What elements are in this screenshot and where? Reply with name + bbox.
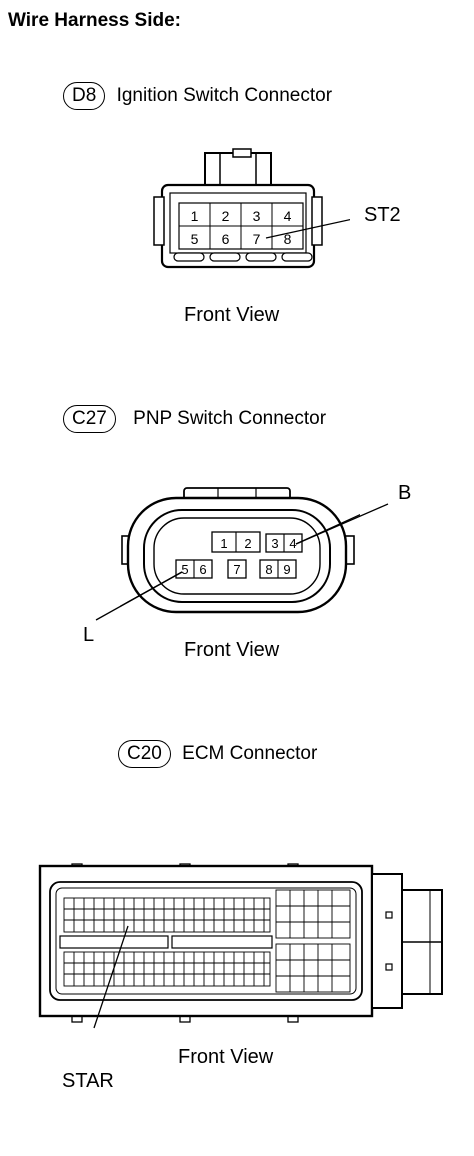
d8-pin-1: 1 [191, 208, 199, 224]
d8-pin-2: 2 [222, 208, 230, 224]
c27-callout-l: L [83, 624, 95, 646]
d8-pin-8: 8 [284, 231, 292, 247]
c27-leader-lines [95, 503, 389, 621]
d8-callout-st2: ST2 [364, 204, 401, 226]
c27-connector-diagram: 1 2 3 4 5 6 7 8 9 [120, 487, 360, 614]
c27-code-badge: C27 [63, 405, 116, 433]
c27-pin-2: 2 [244, 536, 251, 551]
d8-pin-3: 3 [253, 208, 261, 224]
c20-front-view-label: Front View [178, 1046, 274, 1068]
c20-code-badge: C20 [118, 740, 171, 768]
c20-connector-diagram [38, 863, 443, 1029]
c27-header: C27 PNP Switch Connector [63, 405, 326, 433]
d8-connector-name: Ignition Switch Connector [116, 85, 333, 106]
d8-pin-4: 4 [284, 208, 292, 224]
c20-header: C20 ECM Connector [118, 740, 317, 768]
c27-connector-name: PNP Switch Connector [133, 408, 327, 429]
d8-pin-6: 6 [222, 231, 230, 247]
c27-pin-8: 8 [265, 562, 272, 577]
c27-callout-b: B [398, 482, 412, 504]
c20-connector-name: ECM Connector [182, 743, 318, 764]
d8-front-view-label: Front View [184, 304, 280, 326]
d8-pin-7: 7 [253, 231, 261, 247]
c27-pin-7: 7 [233, 562, 240, 577]
page-title: Wire Harness Side: [8, 10, 182, 31]
c27-pin-6: 6 [199, 562, 206, 577]
d8-code-badge: D8 [63, 82, 106, 110]
c27-pin-3: 3 [271, 536, 278, 551]
c27-pin-4: 4 [289, 536, 296, 551]
d8-connector-diagram: 1 2 3 4 5 6 7 8 [153, 148, 350, 269]
c27-front-view-label: Front View [184, 639, 280, 661]
c27-pin-1: 1 [220, 536, 227, 551]
c27-pin-5: 5 [181, 562, 188, 577]
c27-pin-9: 9 [283, 562, 290, 577]
d8-header: D8 Ignition Switch Connector [63, 82, 332, 110]
d8-pin-5: 5 [191, 231, 199, 247]
c20-callout-star: STAR [62, 1070, 114, 1092]
